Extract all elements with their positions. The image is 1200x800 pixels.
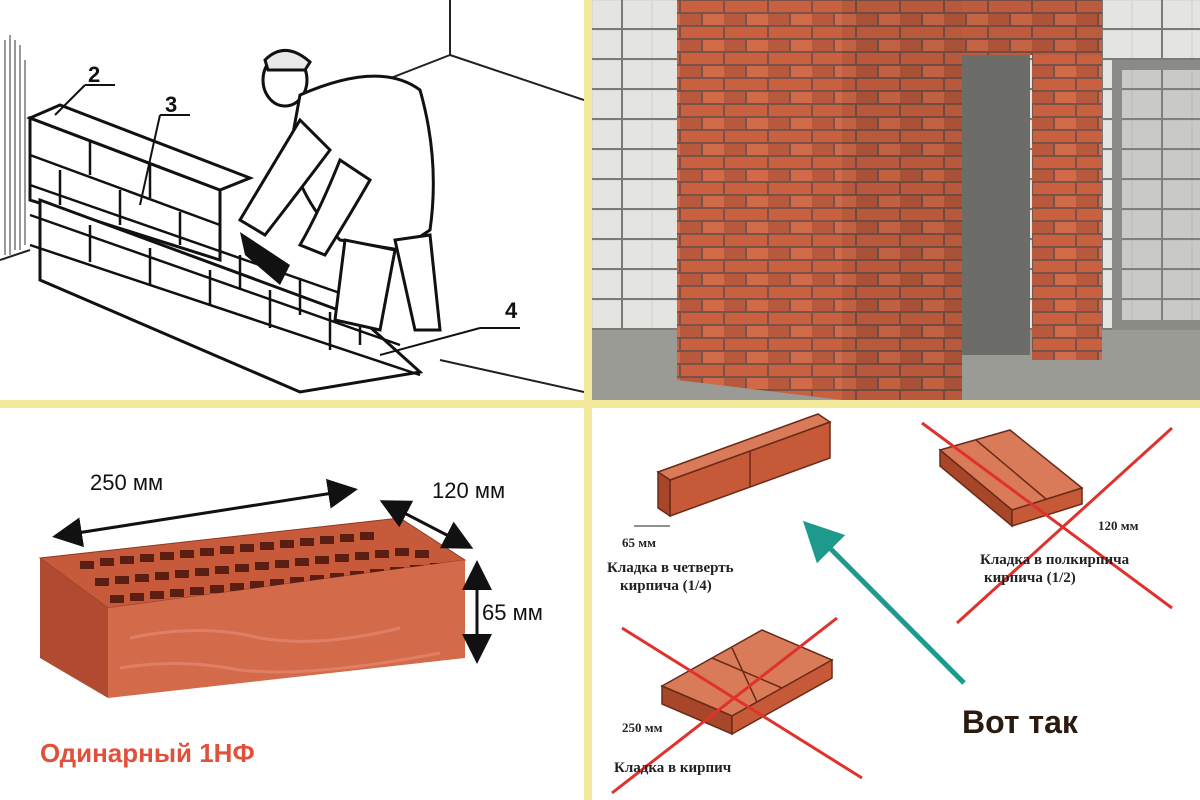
bricklayer-sketch-panel: 2 3 4 bbox=[0, 0, 584, 400]
brick-dimensions-panel: 250 мм 120 мм 65 мм Одинарный 1НФ bbox=[0, 408, 584, 800]
brick-dimension-diagram bbox=[38, 478, 492, 698]
full-size-label: 250 мм bbox=[622, 720, 663, 735]
masonry-comparison-diagram bbox=[611, 413, 1174, 795]
half-size-label: 120 мм bbox=[1098, 518, 1139, 533]
quarter-brick-shape bbox=[656, 413, 832, 518]
quarter-caption-line2: кирпича (1/4) bbox=[620, 578, 712, 594]
callout-4: 4 bbox=[505, 298, 518, 323]
full-brick-cross bbox=[611, 616, 863, 795]
brick-type-label: Одинарный 1НФ bbox=[40, 738, 255, 768]
brick-width-label: 120 мм bbox=[432, 478, 506, 503]
masonry-types-panel: 65 мм Кладка в четверть кирпича (1/4) 12… bbox=[592, 408, 1200, 800]
full-caption: Кладка в кирпич bbox=[614, 760, 732, 776]
brick-height-label: 65 мм bbox=[482, 600, 543, 625]
half-caption-line1: Кладка в полкирпича bbox=[980, 552, 1130, 568]
quarter-size-label: 65 мм bbox=[622, 535, 656, 550]
brick-wall-photo-panel bbox=[592, 0, 1200, 400]
full-brick-shape bbox=[660, 629, 834, 736]
half-brick-cross bbox=[921, 421, 1174, 625]
arrow-to-correct-option bbox=[802, 520, 966, 685]
correct-option-highlight: Вот так bbox=[962, 704, 1078, 740]
callout-3: 3 bbox=[165, 92, 178, 117]
half-brick-shape bbox=[938, 429, 1084, 528]
callout-2: 2 bbox=[88, 62, 101, 87]
brick-wall-photo bbox=[592, 0, 1200, 400]
quarter-caption-line1: Кладка в четверть bbox=[607, 560, 734, 576]
brick-length-label: 250 мм bbox=[90, 470, 164, 495]
bricklayer-illustration bbox=[0, 0, 584, 394]
half-caption-line2: кирпича (1/2) bbox=[984, 570, 1076, 586]
